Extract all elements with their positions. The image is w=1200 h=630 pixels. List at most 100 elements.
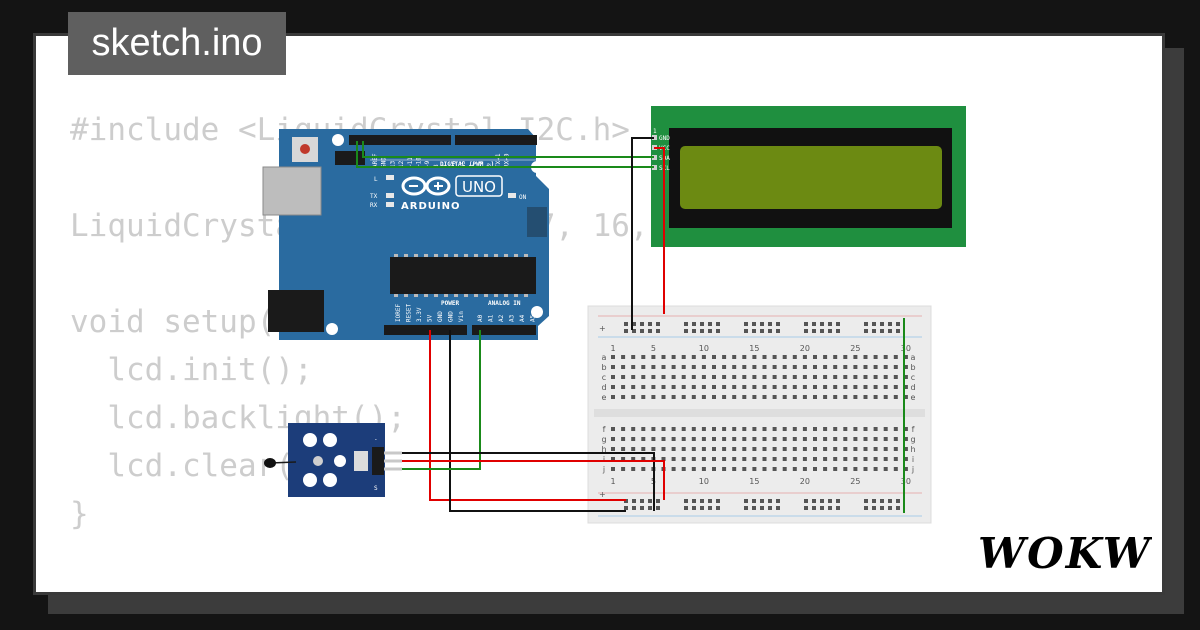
breadboard-row-letter: g [601,435,606,444]
analog-header [472,325,536,335]
breadboard-row-letter: c [911,373,915,382]
breadboard-row-letter: e [911,393,916,402]
breadboard-row-letter: f [912,425,915,434]
breadboard-column-number: 20 [800,344,810,353]
led-tx-label: TX [370,193,378,200]
wokwi-logo[interactable]: WOKWi [976,526,1167,580]
wire-gnd [449,330,626,512]
digital-pin-label: GND [381,157,388,168]
usb-connector [262,166,322,216]
digital-header-left [349,135,451,145]
breadboard-column-number: 30 [901,477,911,486]
breadboard-row-letter: i [912,455,914,464]
breadboard-row-letter: d [910,383,915,392]
lcd-pin[interactable] [652,155,657,160]
model-label: UNO [462,178,496,196]
power-pin-label: RESET [406,304,413,322]
breadboard-row-letter: h [601,445,606,454]
wire-sensor-vcc [402,460,665,500]
breadboard-column-number: 15 [749,344,759,353]
digital-pin-label: AREF [372,153,379,168]
rail-plus-bottom: + [599,490,606,499]
breadboard-row-letter: h [910,445,915,454]
breadboard-column-number: 30 [901,344,911,353]
digital-pin-label: ~10 [416,157,423,168]
sensor-pin-s-label: S [374,485,378,492]
brand-label: ARDUINO [401,201,460,212]
breadboard-row-letter: j [602,465,605,474]
wire-lcd-gnd [631,137,654,330]
digital-pwm-label: DIGITAL (PWM ~) [440,161,494,168]
wire-sensor-gnd [402,452,655,511]
digital-pin-label: TX→1 [495,153,502,168]
analog-pin-label: A5 [530,314,537,322]
atmega-chip [390,257,536,294]
rail-plus-top: + [599,324,606,333]
analog-pin-label: A1 [488,314,495,322]
breadboard-column-number: 1 [610,344,615,353]
digital-pin-label: ~3 [477,160,484,168]
power-pin-label: 3.3V [416,307,423,322]
breadboard-row-letter: c [602,373,606,382]
digital-pin-label: 12 [398,160,405,168]
power-jack [268,290,324,332]
lcd-pin[interactable] [652,135,657,140]
led-on-label: ON [519,194,527,201]
digital-pin-label: ~6 [450,160,457,168]
breadboard-row-letter: j [911,465,914,474]
arduino-logo: UNO ARDUINO [401,175,503,212]
wires [356,137,905,513]
power-pin-label: Vin [458,311,465,322]
icsp-header [335,151,365,165]
analog-pin-label: A2 [498,314,505,322]
breadboard-column-number: 1 [610,477,615,486]
lcd-pin1-label: 1 [653,128,657,135]
breadboard-column-number: 5 [651,344,656,353]
breadboard-row-letter: d [601,383,606,392]
wire-scl [356,141,654,168]
breadboard-row-letter: e [602,393,607,402]
code-line: } [70,496,89,532]
breadboard-column-number: 15 [749,477,759,486]
analog-pin-label: A4 [519,314,526,322]
wire-5v [429,330,626,501]
breadboard-row-letter: f [603,425,606,434]
code-line: lcd.init(); [70,352,313,388]
power-pin-label: GND [437,311,444,322]
breadboard-row-letter: g [910,435,915,444]
analog-pin-label: A3 [509,314,516,322]
breadboard-row-letter: a [602,353,607,362]
power-pin-label: IOREF [395,304,402,322]
digital-header-right [455,135,537,145]
digital-pin-label: ~5 [460,160,467,168]
breadboard-row-letter: b [601,363,606,372]
digital-pin-label: ~11 [407,157,414,168]
analog-pin-label: A0 [477,314,484,322]
lcd-screen [680,146,942,209]
breadboard-row-letter: i [603,455,605,464]
power-pin-label: 5V [427,314,434,322]
sensor-pin-minus-label: - [374,436,378,443]
breadboard-row-letter: a [911,353,916,362]
digital-pin-label: ~9 [424,160,431,168]
power-label: POWER [441,300,459,307]
power-pin-label: GND [448,311,455,322]
lcd-pin-label: GND [659,135,670,142]
lcd-pin[interactable] [652,165,657,170]
resistor [354,451,368,471]
reset-button-cap[interactable] [300,144,310,154]
breadboard-column-number: 25 [850,477,860,486]
wire-lcd-vcc [654,147,665,314]
analog-in-label: ANALOG IN [488,300,521,307]
breadboard-column-number: 10 [699,477,709,486]
wire-sda [362,141,654,158]
ntc-temperature-sensor: - S [264,423,402,497]
wokwi-logo-text: WOKWi [978,529,1152,578]
wire-a0-signal [402,330,481,470]
led-rx-label: RX [370,202,378,209]
breadboard-column-number: 25 [850,344,860,353]
